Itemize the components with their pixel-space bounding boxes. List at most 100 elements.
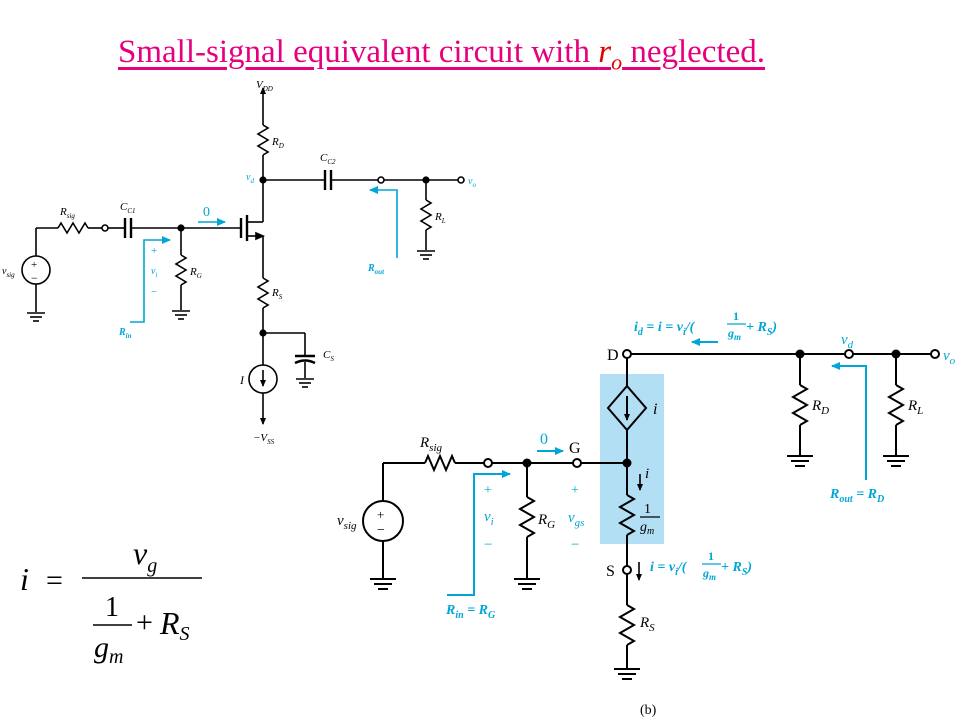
resistor-rl-b [886, 384, 906, 426]
zero-label-b: 0 [540, 431, 548, 448]
vsig-label-a: vsig [2, 266, 15, 279]
title-text-after: neglected. [622, 34, 766, 70]
i-branch-label: i [645, 466, 649, 482]
circuit-b-annotations: id = i = vi/( 1 gm + RS) vd vo 0 + vi − … [445, 309, 956, 621]
node-s-label: S [606, 563, 615, 580]
vi-plus-b: + [484, 483, 492, 498]
formula-numerator: vg [133, 535, 157, 577]
rout-arrow-a [369, 186, 398, 258]
circuit-a-annotations: vd vo 0 + vi − Rin Rout [118, 172, 476, 340]
rd-label-a: RD [271, 136, 284, 150]
gm-frac-one: 1 [644, 502, 651, 517]
terminal-a [377, 176, 385, 184]
rd-label-b: RD [811, 398, 829, 417]
terminal-vo-a [457, 176, 465, 184]
rsig-label-b: Rsig [419, 435, 443, 454]
dependent-source-i-label: i [653, 401, 657, 418]
node-g-label: G [569, 440, 581, 457]
title-ro: ro [598, 34, 622, 75]
formula-plus: + [136, 606, 153, 639]
title-o-sub: o [611, 49, 623, 75]
capacitor-cs-plate [294, 359, 316, 365]
resistor-rg-b [517, 496, 537, 538]
rs-label-b: RS [639, 615, 655, 634]
page-title: Small-signal equivalent circuit with ro … [118, 34, 765, 76]
formula-equals: = [46, 564, 63, 597]
circuit-b-current-arrows [636, 474, 643, 581]
vsig-plus-b: + [377, 507, 384, 522]
rin-arrow-b [447, 470, 511, 596]
is-frac-one: 1 [708, 549, 714, 563]
formula-gm: gm [94, 631, 123, 668]
rout-label-a: Rout [367, 263, 385, 276]
resistor-rsig-a [57, 221, 89, 235]
rg-label-b: RG [537, 512, 555, 531]
title-r: r [598, 34, 612, 70]
cc2-label: CC2 [320, 152, 336, 166]
circuit-a [21, 87, 465, 425]
vi-label-b: vi [484, 509, 494, 528]
vgs-minus: − [571, 537, 579, 553]
current-formula: i = vg 1 gm + RS [20, 535, 202, 668]
vsig-minus-b: − [377, 523, 385, 538]
formula-i: i [20, 561, 29, 597]
rin-arrow-a [130, 236, 171, 323]
formula-one: 1 [105, 592, 119, 623]
vss-label: −VSS [253, 432, 275, 446]
node-g-terminal [572, 458, 582, 468]
id-equation: id = i = vi/( [634, 320, 696, 338]
resistor-rs-a [256, 277, 270, 309]
mosfet-arrow [255, 231, 266, 241]
rg-label-a: RG [189, 266, 202, 280]
vsig-label-b: vsig [337, 513, 357, 532]
id-frac-denominator: gm [727, 326, 741, 342]
is-equation-tail: + RS) [721, 560, 752, 578]
vgs-label: vgs [568, 510, 584, 529]
vd-label-b: vd [841, 332, 854, 351]
terminal-vd-b [844, 349, 854, 359]
vd-label-a: vd [246, 172, 254, 185]
rin-label-a: Rin [118, 327, 132, 340]
id-equation-tail: + RS) [746, 320, 777, 338]
terminal-vo-b [930, 349, 940, 359]
rin-equation: Rin = RG [445, 603, 496, 621]
figure-caption: (b) [640, 703, 657, 718]
gm-frac-denominator: gm [640, 520, 654, 537]
circuit-b-blue-arrows [447, 338, 867, 596]
is-equation: i = vi/( [650, 560, 688, 578]
cs-label: CS [323, 349, 334, 363]
dependent-source-highlight [600, 374, 664, 544]
node-d-label: D [607, 347, 619, 364]
circuit-b-labels: D G S i i 1 gm Rsig vsig RG RS RD RL (b) [337, 347, 923, 718]
vi-minus-a: − [151, 286, 157, 298]
node-dot [259, 176, 267, 184]
vsig-plus-a: + [31, 259, 37, 271]
vi-label-a: vi [151, 266, 157, 279]
node-d-terminal [622, 349, 632, 359]
resistor-rl-a [419, 199, 433, 231]
node-s-terminal [622, 565, 632, 575]
vo-label-b: vo [943, 348, 956, 367]
rl-label-b: RL [907, 398, 923, 417]
zero-label-a: 0 [203, 205, 210, 220]
rout-arrow-b [831, 362, 867, 480]
i-source-label: I [239, 373, 245, 387]
resistor-rd-a [256, 124, 270, 156]
circuit-a-blue-arrows [130, 186, 398, 323]
resistor-rg-a [174, 254, 188, 286]
id-frac-one: 1 [733, 309, 739, 323]
resistor-rs-b [617, 604, 637, 646]
title-text-before: Small-signal equivalent circuit with [118, 34, 599, 70]
rl-label-a: RL [434, 211, 446, 225]
vgs-plus: + [571, 483, 579, 498]
terminal-a [101, 224, 109, 232]
resistor-rsig-b [424, 453, 456, 473]
terminal-vi-b [483, 458, 493, 468]
circuit-a-labels: VDD RD CC2 RL Rsig CC1 RG vsig RS CS I −… [2, 79, 446, 446]
circuit-b [362, 349, 940, 680]
vdd-label: VDD [256, 79, 273, 93]
resistor-1-gm [617, 494, 637, 536]
resistor-rd-b [790, 384, 810, 426]
vsig-minus-a: − [31, 271, 38, 285]
